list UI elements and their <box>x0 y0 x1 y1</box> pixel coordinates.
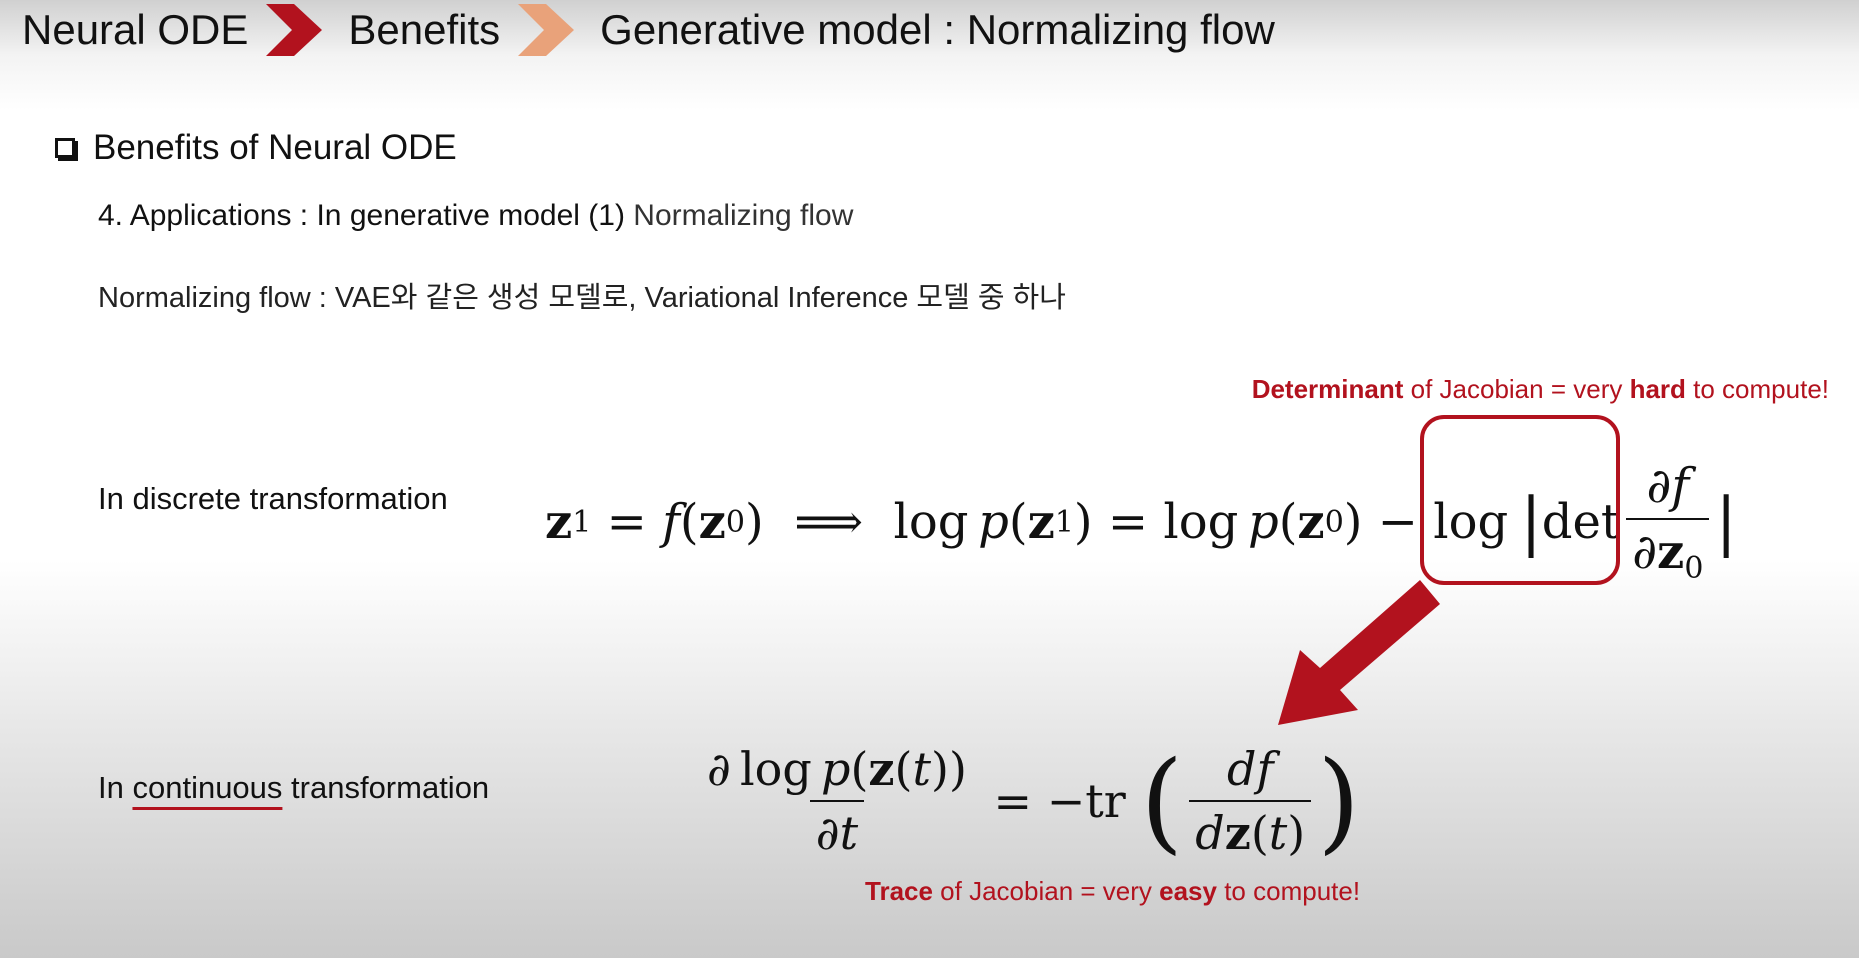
label-continuous-prefix: In <box>98 770 133 805</box>
annotation-easy-term: Trace <box>865 876 933 906</box>
label-discrete: In discrete transformation <box>98 481 448 516</box>
description-line: Normalizing flow : VAE와 같은 생성 모델로, Varia… <box>98 282 1066 314</box>
application-text: 4. Applications : In generative model (1… <box>98 199 625 232</box>
chevron-right-icon <box>266 4 323 56</box>
annotation-easy-emph: easy <box>1159 876 1217 906</box>
annotation-hard: Determinant of Jacobian = very hard to c… <box>1252 374 1829 405</box>
breadcrumb-item-benefits: Benefits <box>348 6 501 53</box>
annotation-hard-term: Determinant <box>1251 374 1404 404</box>
arrow-down-left-icon <box>1278 580 1440 725</box>
breadcrumb-item-normalizing-flow: Generative model : Normalizing flow <box>600 6 1275 53</box>
label-continuous-word: continuous <box>132 770 283 805</box>
label-continuous: In continuous transformation <box>98 770 489 806</box>
annotation-hard-emph: hard <box>1629 374 1686 404</box>
application-text-light: Normalizing flow <box>624 199 854 232</box>
annotation-hard-end: to compute! <box>1685 374 1829 404</box>
highlight-box <box>1420 415 1620 585</box>
breadcrumb-item-neural-ode: Neural ODE <box>22 6 249 53</box>
application-line: 4. Applications : In generative model (1… <box>98 199 853 233</box>
section-title: Benefits of Neural ODE <box>93 128 457 167</box>
label-continuous-suffix: transformation <box>282 770 490 805</box>
chevron-right-icon <box>518 4 575 56</box>
annotation-easy-end: to compute! <box>1216 876 1361 906</box>
annotation-hard-text: of Jacobian = very <box>1403 374 1630 404</box>
annotation-easy: Trace of Jacobian = very easy to compute… <box>865 876 1360 907</box>
section-heading: Benefits of Neural ODE <box>55 128 457 168</box>
checkbox-icon <box>55 138 75 158</box>
breadcrumb: Neural ODE Benefits Generative model : N… <box>22 4 1275 56</box>
annotation-easy-text: of Jacobian = very <box>932 876 1160 906</box>
